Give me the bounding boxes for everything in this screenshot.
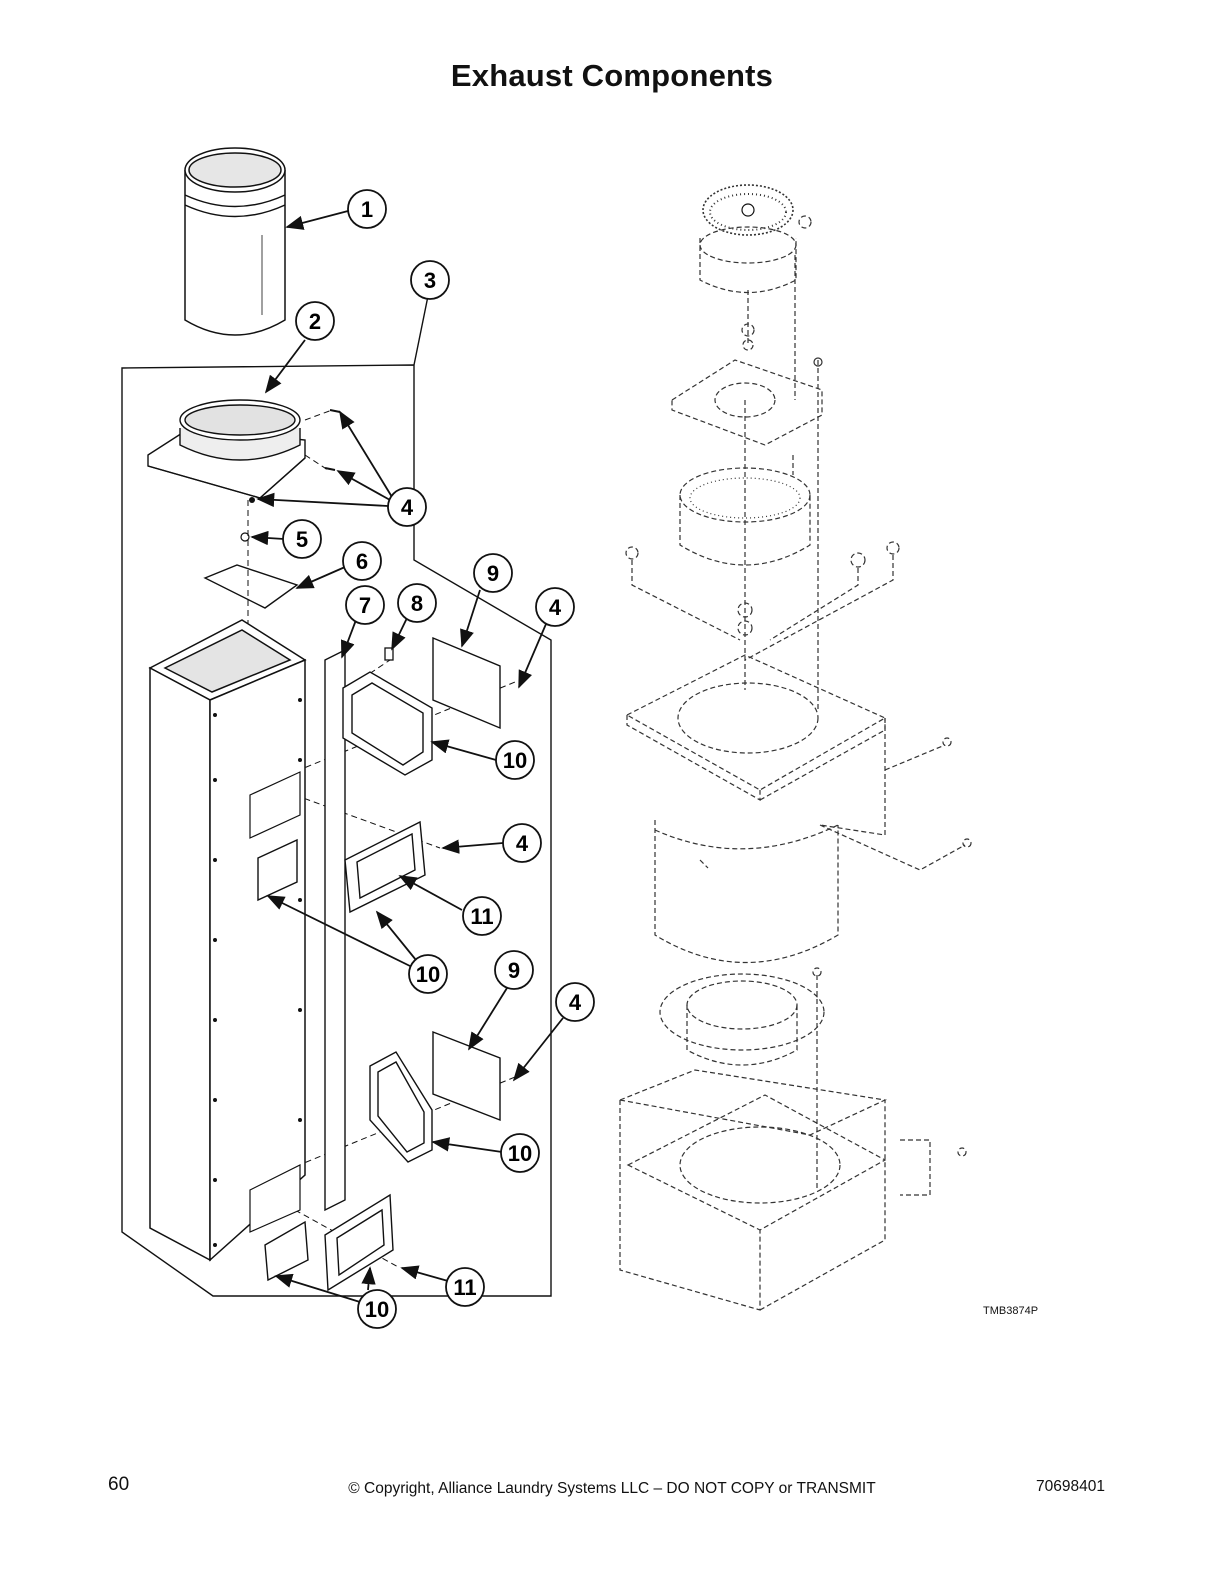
- svg-text:4: 4: [516, 831, 529, 856]
- flanges: [324, 820, 426, 1292]
- svg-text:9: 9: [508, 958, 520, 983]
- svg-text:11: 11: [470, 904, 493, 929]
- svg-text:5: 5: [296, 527, 308, 552]
- svg-text:7: 7: [359, 593, 371, 618]
- gaskets: [257, 671, 433, 1282]
- svg-text:10: 10: [365, 1297, 389, 1322]
- svg-text:10: 10: [416, 962, 440, 987]
- callout-7: 7: [345, 585, 385, 625]
- callout-9: 9: [494, 950, 534, 990]
- cover-plates: [432, 636, 501, 1122]
- transition-collar: [147, 399, 306, 499]
- svg-text:4: 4: [401, 495, 414, 520]
- callout-5: 5: [282, 519, 322, 559]
- svg-text:6: 6: [356, 549, 368, 574]
- svg-text:8: 8: [411, 591, 423, 616]
- callout-3: 3: [410, 260, 450, 300]
- callout-11: 11: [462, 896, 502, 936]
- callout-10: 10: [495, 740, 535, 780]
- blower-assembly: [617, 184, 972, 1311]
- svg-text:4: 4: [549, 595, 562, 620]
- svg-text:9: 9: [487, 561, 499, 586]
- svg-text:10: 10: [503, 748, 527, 773]
- svg-text:2: 2: [309, 309, 321, 334]
- exhaust-duct-box: [148, 619, 307, 1262]
- callout-2: 2: [295, 301, 335, 341]
- callout-1: 1: [347, 189, 387, 229]
- figure-code: TMB3874P: [983, 1305, 1039, 1317]
- svg-text:10: 10: [508, 1141, 532, 1166]
- exhaust-pipe: [184, 147, 286, 336]
- svg-text:3: 3: [424, 268, 436, 293]
- callout-4: 4: [502, 823, 542, 863]
- svg-text:4: 4: [569, 990, 582, 1015]
- copyright-notice: © Copyright, Alliance Laundry Systems LL…: [348, 1480, 876, 1497]
- callout-4: 4: [535, 587, 575, 627]
- document-number: 70698401: [1036, 1478, 1105, 1495]
- callout-9: 9: [473, 553, 513, 593]
- callout-6: 6: [342, 541, 382, 581]
- callout-8: 8: [397, 583, 437, 623]
- callout-4: 4: [387, 487, 427, 527]
- svg-text:11: 11: [453, 1275, 476, 1300]
- page-title: Exhaust Components: [450, 58, 774, 93]
- callout-11: 11: [445, 1267, 485, 1307]
- svg-text:1: 1: [361, 197, 373, 222]
- callout-10: 10: [500, 1133, 540, 1173]
- page-number: 60: [108, 1474, 130, 1495]
- callout-10: 10: [357, 1289, 397, 1329]
- callout-10: 10: [408, 954, 448, 994]
- cover-plate-small: [203, 564, 299, 609]
- callout-4: 4: [555, 982, 595, 1022]
